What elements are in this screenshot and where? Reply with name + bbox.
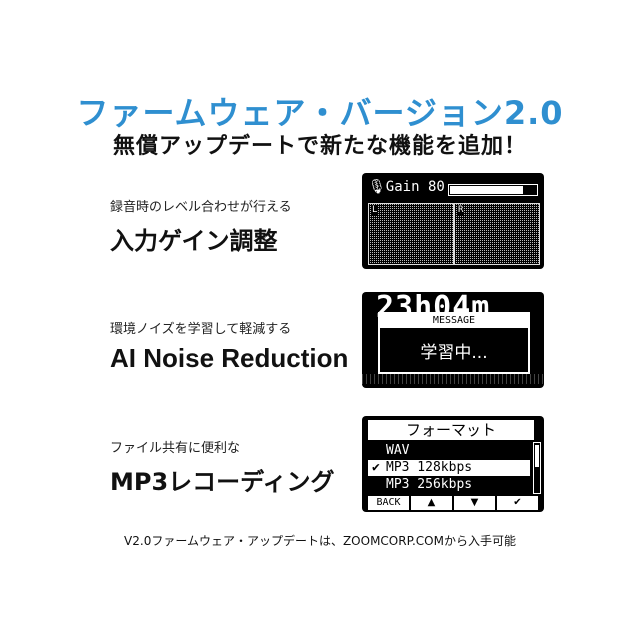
mic-icon: 🎙: [368, 179, 386, 195]
option-label: WAV: [386, 443, 410, 458]
format-option-wav[interactable]: WAV: [368, 443, 530, 459]
gain-value: 80: [427, 179, 445, 195]
gain-level-fill: [450, 186, 523, 194]
format-option-mp3-128[interactable]: ✔ MP3 128kbps: [368, 460, 530, 476]
background-ticks: [362, 374, 544, 384]
option-label: MP3 256kbps: [386, 477, 473, 492]
gain-readout: 🎙Gain 80: [368, 179, 445, 195]
channel-label-right: R: [457, 205, 465, 215]
waveform-left: L: [368, 203, 454, 265]
feature-title: 入力ゲイン調整: [110, 227, 278, 255]
feature-caption: 環境ノイズを学習して軽減する: [110, 322, 292, 337]
feature-ai-noise-reduction: 環境ノイズを学習して軽減する AI Noise Reduction: [110, 318, 348, 374]
waveform-right: R: [454, 203, 540, 265]
option-label: MP3 128kbps: [386, 460, 473, 475]
feature-caption: 録音時のレベル合わせが行える: [110, 200, 292, 215]
footer-note: V2.0ファームウェア・アップデートは、ZOOMCORP.COMから入手可能: [124, 534, 516, 548]
menu-scrollbar[interactable]: [533, 442, 541, 494]
feature-title: MP3レコーディング: [110, 468, 335, 496]
softkey-bar: BACK ▲ ▼ ✔: [368, 496, 538, 510]
ai-noise-screen: 23h04m MESSAGE 学習中...: [362, 290, 544, 388]
feature-title: AI Noise Reduction: [110, 343, 349, 373]
dialog-message: 学習中...: [420, 343, 488, 363]
feature-input-gain: 録音時のレベル合わせが行える 入力ゲイン調整: [110, 196, 292, 256]
feature-caption: ファイル共有に便利な: [110, 441, 241, 456]
format-option-mp3-256[interactable]: MP3 256kbps: [368, 477, 530, 493]
format-screen: フォーマット WAV ✔ MP3 128kbps MP3 256kbps BAC…: [362, 416, 544, 512]
page-subtitle: 無償アップデートで新たな機能を追加！: [112, 134, 527, 159]
back-button[interactable]: BACK: [368, 496, 409, 510]
down-arrow-button[interactable]: ▼: [454, 496, 495, 510]
check-icon: ✔: [372, 460, 380, 475]
page-title: ファームウェア・バージョン2.0: [76, 94, 564, 132]
up-arrow-button[interactable]: ▲: [411, 496, 452, 510]
message-dialog: MESSAGE 学習中...: [378, 312, 530, 374]
channel-label-left: L: [371, 205, 379, 215]
feature-mp3-recording: ファイル共有に便利な MP3レコーディング: [110, 437, 335, 497]
gain-screen: 🎙Gain 80 L R: [362, 173, 544, 269]
gain-label: Gain: [385, 179, 420, 195]
format-menu-title: フォーマット: [368, 420, 534, 440]
gain-level-meter: [448, 184, 538, 196]
confirm-check-button[interactable]: ✔: [497, 496, 538, 510]
scrollbar-thumb[interactable]: [535, 445, 539, 467]
dialog-title: MESSAGE: [380, 314, 528, 328]
